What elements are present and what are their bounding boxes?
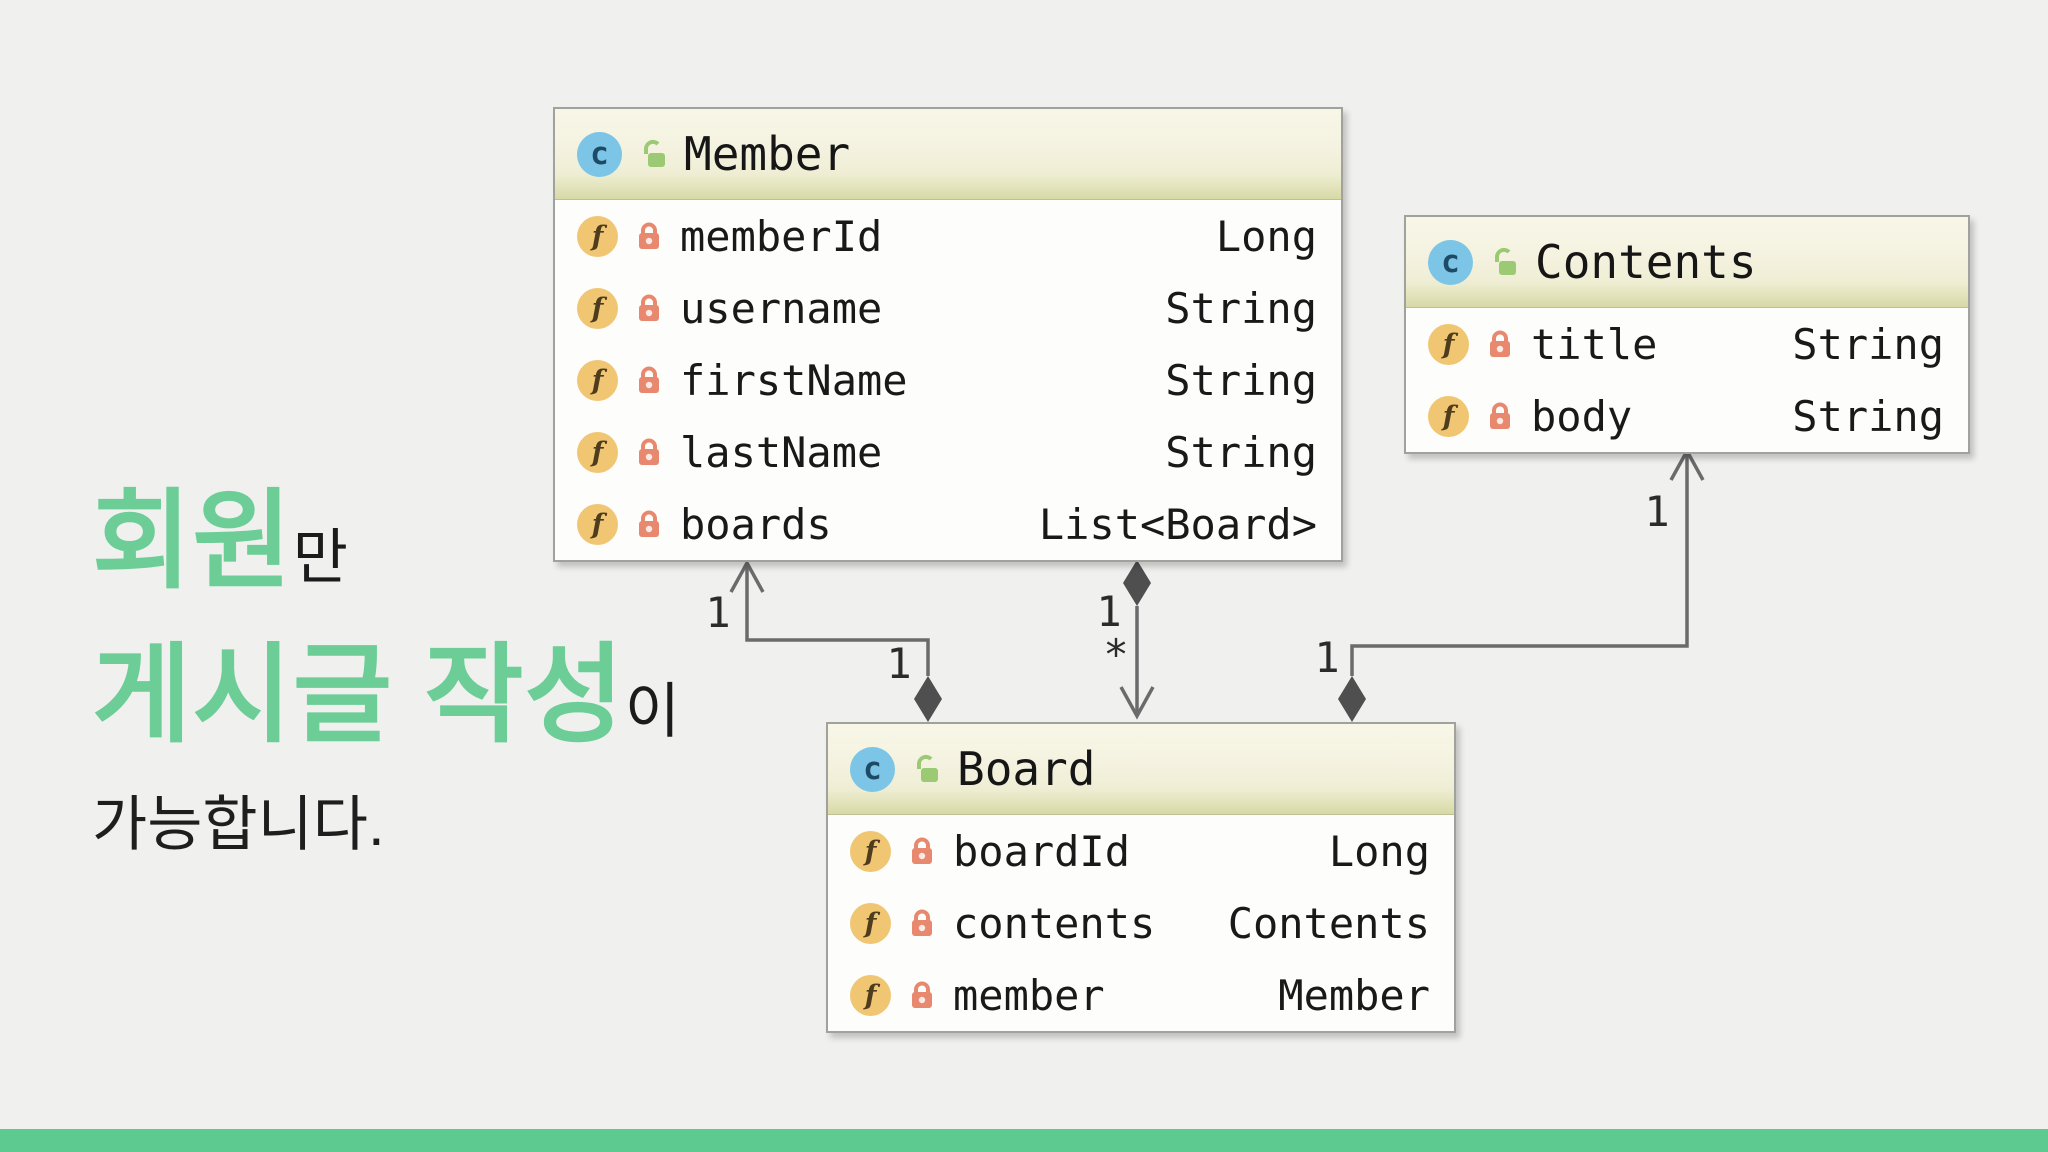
class-node-member[interactable]: c Member f memberId Long f use <box>553 107 1343 562</box>
field-type: String <box>1165 355 1317 405</box>
field-type: String <box>1792 391 1944 441</box>
footer-accent-bar <box>0 1129 2048 1152</box>
field-name: username <box>680 283 883 333</box>
field-row: f memberId Long <box>555 200 1341 272</box>
field-row: f lastName String <box>555 416 1341 488</box>
edge-board-to-contents <box>1338 447 1705 722</box>
field-icon: f <box>577 215 618 257</box>
field-icon: f <box>577 503 618 545</box>
lock-icon <box>639 294 659 321</box>
annotation-line-3: 가능합니다. <box>92 791 385 859</box>
field-row: f boardId Long <box>828 815 1454 887</box>
multiplicity-label: 1 <box>1096 587 1122 636</box>
open-arrowhead-icon <box>1119 686 1155 720</box>
field-row: f title String <box>1406 308 1968 380</box>
annotation-highlight: 게시글 작성 <box>92 634 625 756</box>
multiplicity-label: * <box>1103 630 1129 679</box>
edge-member-to-board <box>1119 560 1155 720</box>
field-row: f member Member <box>828 959 1454 1031</box>
field-name: body <box>1531 391 1633 441</box>
lock-icon <box>639 510 659 537</box>
class-header: c Member <box>555 109 1341 200</box>
field-row: f contents Contents <box>828 887 1454 959</box>
field-icon: f <box>850 974 891 1016</box>
field-name: boardId <box>953 826 1131 876</box>
composition-diamond-icon <box>914 676 942 722</box>
field-type: Long <box>1215 211 1317 261</box>
annotation-highlight: 회원 <box>92 480 293 601</box>
class-icon: c <box>1428 239 1473 285</box>
field-name: memberId <box>680 211 883 261</box>
multiplicity-label: 1 <box>1644 487 1670 536</box>
class-title: Member <box>684 127 851 181</box>
field-icon: f <box>850 902 891 944</box>
edge-line <box>1350 451 1689 676</box>
open-arrowhead-icon <box>729 559 765 593</box>
edge-board-to-member <box>729 559 942 722</box>
lock-icon <box>639 222 659 249</box>
field-name: title <box>1531 319 1658 369</box>
field-icon: f <box>1428 323 1469 365</box>
field-icon: f <box>577 431 618 473</box>
field-row: f body String <box>1406 380 1968 452</box>
class-header: c Contents <box>1406 217 1968 308</box>
class-node-board[interactable]: c Board f boardId Long f conte <box>826 722 1456 1033</box>
composition-diamond-icon <box>1338 676 1366 722</box>
lock-icon <box>912 909 932 936</box>
annotation-suffix: 이 <box>624 678 681 746</box>
multiplicity-label: 1 <box>705 588 731 637</box>
field-type: String <box>1792 319 1944 369</box>
field-row: f boards List<Board> <box>555 488 1341 560</box>
field-icon: f <box>850 830 891 872</box>
edge-line <box>745 563 930 676</box>
class-header: c Board <box>828 724 1454 815</box>
unlocked-icon <box>643 139 665 167</box>
field-type: Contents <box>1227 898 1430 948</box>
field-row: f firstName String <box>555 344 1341 416</box>
lock-icon <box>912 981 932 1008</box>
multiplicity-label: 1 <box>886 639 912 688</box>
field-name: lastName <box>680 427 883 477</box>
class-icon: c <box>577 131 622 177</box>
field-type: Long <box>1328 826 1430 876</box>
lock-icon <box>1490 330 1510 357</box>
class-node-contents[interactable]: c Contents f title String f bo <box>1404 215 1970 454</box>
field-type: String <box>1165 283 1317 333</box>
field-type: String <box>1165 427 1317 477</box>
field-name: firstName <box>680 355 908 405</box>
annotation-suffix: 만 <box>292 524 348 591</box>
unlocked-icon <box>916 754 938 782</box>
class-title: Board <box>957 742 1096 796</box>
class-icon: c <box>850 746 895 792</box>
field-row: f username String <box>555 272 1341 344</box>
field-icon: f <box>577 359 618 401</box>
multiplicity-label: 1 <box>1314 633 1340 682</box>
unlocked-icon <box>1494 247 1516 275</box>
lock-icon <box>639 438 659 465</box>
field-name: boards <box>680 499 832 549</box>
field-icon: f <box>577 287 618 329</box>
field-name: contents <box>953 898 1156 948</box>
field-type: Member <box>1278 970 1430 1020</box>
lock-icon <box>912 837 932 864</box>
class-title: Contents <box>1535 235 1757 289</box>
field-name: member <box>953 970 1105 1020</box>
lock-icon <box>1490 402 1510 429</box>
composition-diamond-icon <box>1123 560 1151 606</box>
field-type: List<Board> <box>1038 499 1317 549</box>
field-icon: f <box>1428 395 1469 437</box>
lock-icon <box>639 366 659 393</box>
